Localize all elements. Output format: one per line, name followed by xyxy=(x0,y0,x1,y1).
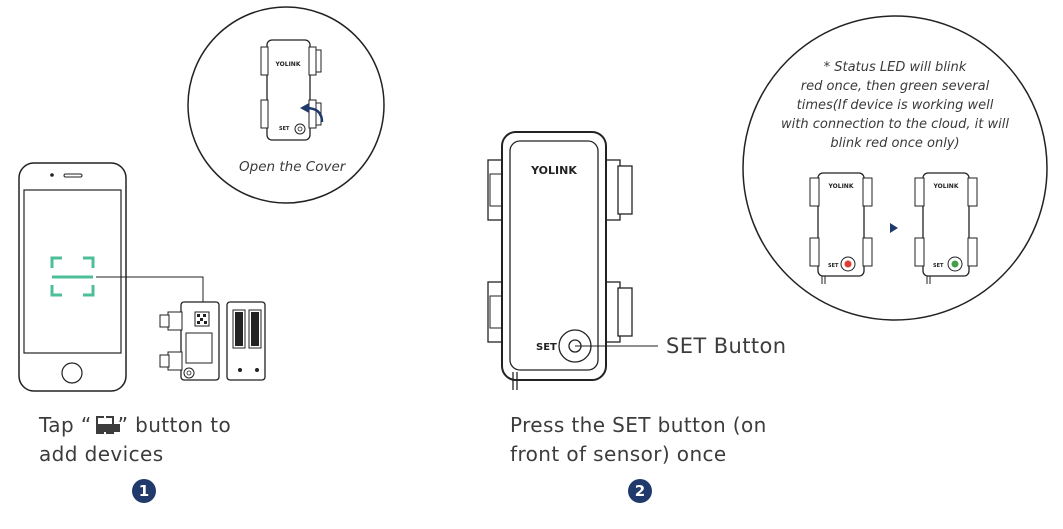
step2-caption-line1: Press the SET button (on xyxy=(510,413,767,437)
step1-caption-line1: Tap “ ” button to xyxy=(39,411,231,440)
red-led-dot xyxy=(844,260,852,268)
set-label: SET xyxy=(536,342,557,353)
green-sensor-brand-label: YOLINK xyxy=(933,183,959,190)
large-sensor-illustration: YOLINK SET xyxy=(487,131,658,390)
step2-caption-line2: front of sensor) once xyxy=(510,442,727,466)
led-note-line: * Status LED will blink xyxy=(823,60,967,75)
sensor-brand-label: YOLINK xyxy=(530,164,577,177)
inset-set-label: SET xyxy=(279,126,290,132)
inset-brand-label: YOLINK xyxy=(275,61,301,68)
phone-illustration xyxy=(18,162,204,392)
qr-code-icon xyxy=(197,314,207,324)
open-cover-inset: YOLINK SET xyxy=(187,6,385,204)
red-sensor-set-label: SET xyxy=(828,263,839,269)
step1-caption-after: ” button to xyxy=(117,413,232,437)
next-arrow-icon xyxy=(890,223,898,233)
led-note-line: with connection to the cloud, it will xyxy=(781,117,1009,132)
led-note-text: * Status LED will blink red once, then g… xyxy=(745,58,1045,153)
red-sensor-brand-label: YOLINK xyxy=(828,183,854,190)
led-note-line: red once, then green several xyxy=(800,79,990,94)
step1-caption-line2: add devices xyxy=(39,442,164,466)
scan-button-icon[interactable] xyxy=(50,256,95,297)
led-red-sensor-illustration: YOLINK SET xyxy=(809,172,873,284)
scan-inline-icon xyxy=(95,416,120,434)
set-button-callout: SET Button xyxy=(666,334,787,358)
open-cover-caption: Open the Cover xyxy=(239,159,346,175)
step1-number-badge: 1 xyxy=(132,479,156,503)
led-note-line: times(If device is working well xyxy=(796,98,994,113)
led-status-inset: YOLINK SET YOLINK SET xyxy=(742,15,1048,321)
green-led-dot xyxy=(951,260,959,268)
step1-caption-before: Tap “ xyxy=(39,413,92,437)
inset-sensor-illustration: YOLINK SET xyxy=(260,39,322,141)
opened-sensor-illustration xyxy=(159,301,266,381)
green-sensor-set-label: SET xyxy=(933,263,944,269)
led-note-line: blink red once only) xyxy=(830,136,960,151)
led-green-sensor-illustration: YOLINK SET xyxy=(914,172,978,284)
step2-number-badge: 2 xyxy=(628,479,652,503)
